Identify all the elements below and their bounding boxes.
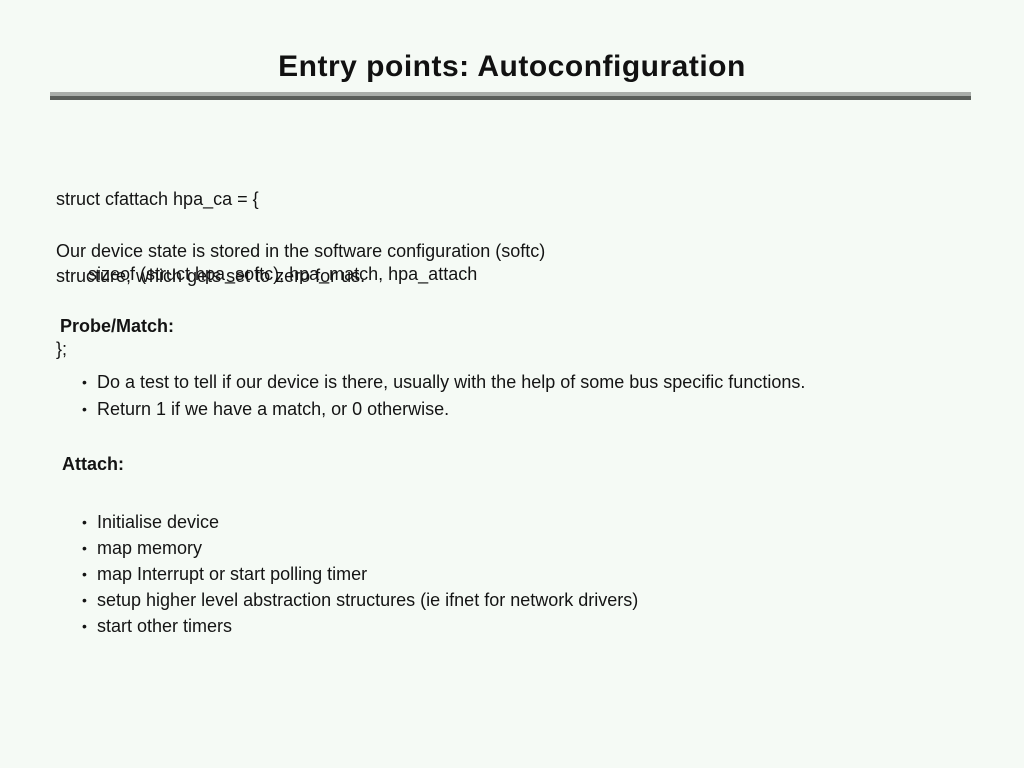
bullet-text: map Interrupt or start polling timer bbox=[97, 564, 368, 584]
list-item: • Initialise device bbox=[82, 509, 638, 535]
code-line: }; bbox=[56, 339, 68, 359]
paragraph-line: structure, which gets set to zero for us… bbox=[56, 266, 366, 286]
list-item: • Do a test to tell if our device is ther… bbox=[82, 369, 805, 396]
bullet-icon: • bbox=[82, 618, 87, 634]
bullet-icon: • bbox=[82, 540, 87, 556]
code-block: struct cfattach hpa_ca = { sizeof (struc… bbox=[56, 137, 477, 412]
bullet-icon: • bbox=[82, 514, 87, 530]
bullet-text: Return 1 if we have a match, or 0 otherw… bbox=[97, 399, 450, 419]
probe-match-bullet-list: • Do a test to tell if our device is ther… bbox=[82, 369, 805, 423]
bullet-icon: • bbox=[82, 374, 87, 390]
list-item: • Return 1 if we have a match, or 0 other… bbox=[82, 396, 805, 423]
section-heading-attach: Attach: bbox=[62, 454, 124, 474]
bullet-icon: • bbox=[82, 592, 87, 608]
code-line: struct cfattach hpa_ca = { bbox=[56, 189, 259, 209]
paragraph-line: Our device state is stored in the softwa… bbox=[56, 241, 546, 261]
bullet-text: setup higher level abstraction structure… bbox=[97, 590, 639, 610]
bullet-icon: • bbox=[82, 566, 87, 582]
list-item: • start other timers bbox=[82, 613, 638, 639]
bullet-text: Do a test to tell if our device is there… bbox=[97, 372, 806, 392]
code-line: sizeof (struct hpa_softc), hpa_match, hp… bbox=[88, 264, 478, 284]
attach-bullet-list: • Initialise device • map memory • map Inte… bbox=[82, 509, 638, 639]
title-divider bbox=[50, 92, 971, 100]
slide-title: Entry points: Autoconfiguration bbox=[278, 50, 746, 83]
body-paragraph: Our device state is stored in the softwa… bbox=[56, 239, 545, 289]
bullet-icon: • bbox=[82, 401, 87, 417]
bullet-text: Initialise device bbox=[97, 512, 220, 532]
list-item: • map Interrupt or start polling timer bbox=[82, 561, 638, 587]
list-item: • map memory bbox=[82, 535, 638, 561]
bullet-text: map memory bbox=[97, 538, 203, 558]
section-heading-probe-match: Probe/Match: bbox=[60, 316, 175, 336]
list-item: • setup higher level abstraction structur… bbox=[82, 587, 638, 613]
bullet-text: start other timers bbox=[97, 616, 233, 636]
